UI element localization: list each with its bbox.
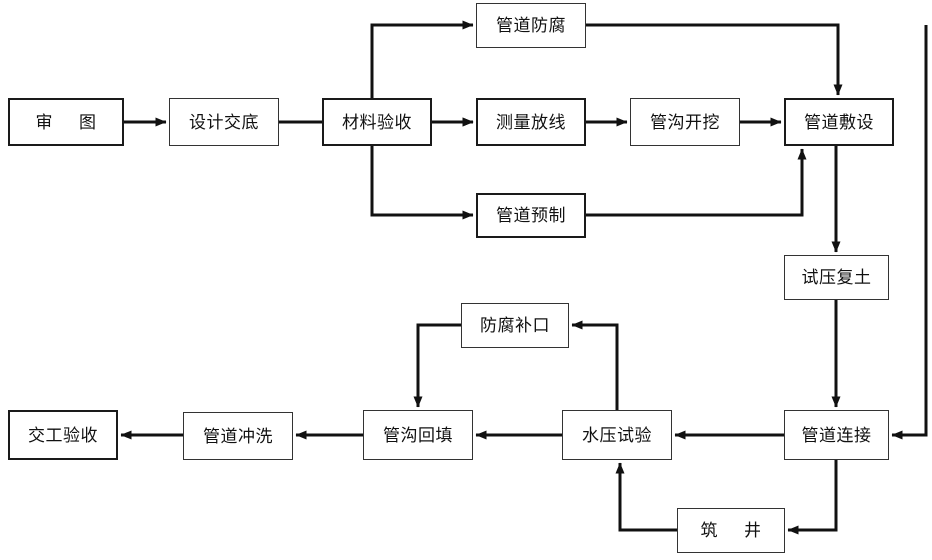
edge-cailiao-to-yuzhi [370, 146, 474, 220]
connector-arrows [120, 20, 928, 535]
node-guangouhuitian[interactable]: 管沟回填 [363, 410, 473, 460]
node-label: 管道防腐 [496, 16, 566, 35]
node-label: 管道冲洗 [203, 426, 273, 446]
node-label: 审 图 [35, 112, 97, 132]
edge-fangfubukou-to-huitian [413, 323, 461, 408]
node-guandaofangfu[interactable]: 管道防腐 [476, 3, 586, 48]
node-label: 设计交底 [189, 112, 259, 132]
edge-yuzhi-to-fushe [586, 148, 807, 217]
node-label: 筑 井 [700, 521, 762, 540]
node-label: 管沟开挖 [650, 112, 720, 132]
node-label: 管道预制 [496, 206, 566, 225]
node-label: 测量放线 [496, 112, 566, 132]
node-label: 交工验收 [28, 425, 98, 445]
node-label: 管沟回填 [383, 425, 453, 445]
node-guangoukaiwa[interactable]: 管沟开挖 [630, 98, 740, 146]
edge-fangfu-longloop-to-lianjie [891, 25, 928, 440]
node-shentu[interactable]: 审 图 [8, 98, 124, 146]
edge-fangfu-to-fushe [586, 23, 843, 96]
node-guandaochongxi[interactable]: 管道冲洗 [183, 412, 293, 460]
node-label: 材料验收 [342, 112, 412, 132]
node-jiaogongyanshou[interactable]: 交工验收 [8, 410, 118, 460]
node-label: 试压复土 [801, 268, 872, 287]
edge-zhujing-to-shuiya [615, 462, 677, 532]
node-guandaolianjie[interactable]: 管道连接 [784, 410, 889, 460]
node-label: 防腐补口 [480, 316, 550, 335]
edge-shuiya-to-fangfubukou [571, 320, 619, 410]
edge-lianjie-to-zhujing [787, 460, 838, 535]
node-label: 水压试验 [582, 425, 652, 445]
node-label: 管道连接 [801, 425, 872, 445]
node-shejijiaodi[interactable]: 设计交底 [169, 98, 279, 146]
node-celiangfangxian[interactable]: 测量放线 [476, 98, 586, 146]
node-shiyafutu[interactable]: 试压复土 [784, 255, 889, 300]
node-guandaofushe[interactable]: 管道敷设 [784, 98, 894, 146]
edge-cailiao-to-fangfu [370, 20, 474, 98]
node-label: 管道敷设 [804, 112, 874, 132]
node-guandaoyuzhi[interactable]: 管道预制 [476, 193, 586, 238]
node-fangfubukou[interactable]: 防腐补口 [461, 303, 569, 348]
node-zhujing[interactable]: 筑 井 [677, 508, 785, 553]
node-cailiaoyanshou[interactable]: 材料验收 [322, 98, 432, 146]
node-shuiyashiyan[interactable]: 水压试验 [562, 410, 672, 460]
